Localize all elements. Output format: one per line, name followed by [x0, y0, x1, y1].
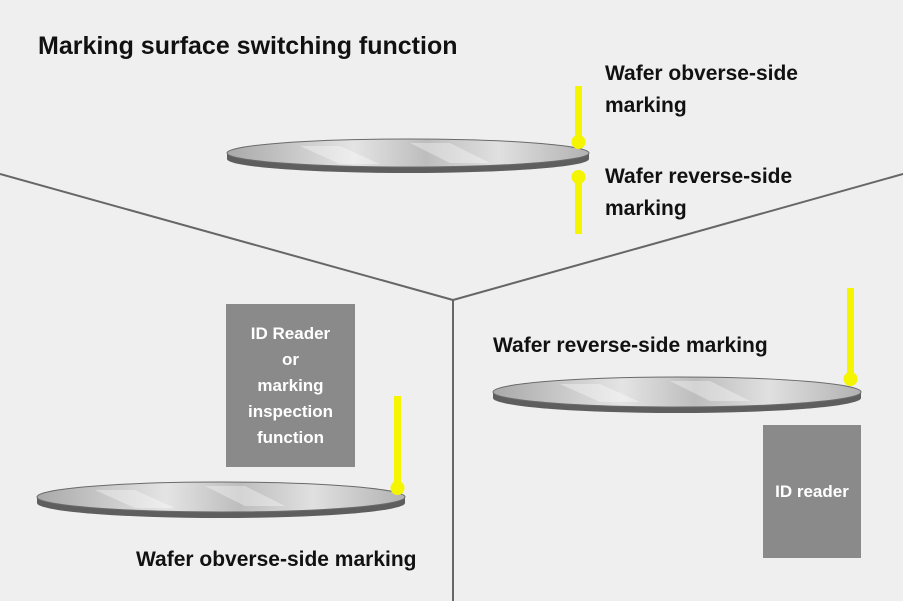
box-line: ID Reader [250, 323, 331, 343]
wafer-top [226, 138, 590, 173]
diagram-title: Marking surface switching function [38, 32, 458, 60]
box-line: or [281, 349, 299, 369]
label-top-reverse-marking: Wafer reverse-side marking [605, 165, 793, 220]
panel-dividers [0, 173, 903, 601]
box-line: function [256, 427, 325, 447]
box-line: marking [257, 375, 324, 395]
box-line: inspection [247, 401, 333, 421]
laser-top-reverse [571, 170, 586, 234]
divider-left [0, 173, 454, 301]
divider-right [452, 173, 903, 301]
laser-left [390, 396, 405, 495]
wafer-left [36, 481, 406, 518]
laser-right [843, 288, 858, 386]
laser-top-obverse [571, 86, 586, 149]
label-top-obverse-marking: Wafer obverse-side marking [605, 62, 798, 117]
id-reader-inspection-box: ID Reader or marking inspection function [226, 304, 355, 467]
label-right-reverse-marking: Wafer reverse-side marking [493, 334, 768, 357]
wafer-right [492, 376, 862, 413]
id-reader-box: ID reader [763, 425, 861, 558]
label-left-obverse-marking: Wafer obverse-side marking [136, 548, 417, 571]
